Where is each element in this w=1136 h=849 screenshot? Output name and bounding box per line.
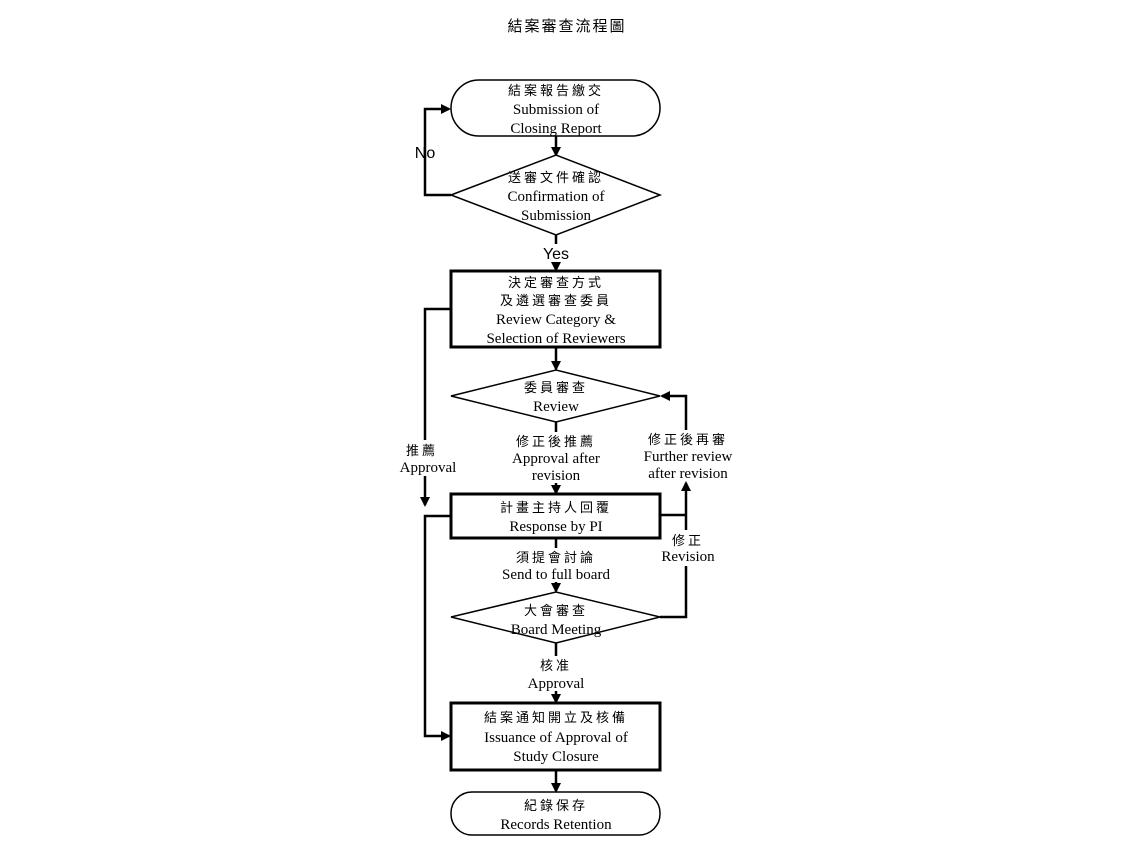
svg-text:Issuance of Approval of: Issuance of Approval of <box>484 730 628 746</box>
label-further-zh: 修正後再審 <box>648 433 728 448</box>
label-further-en1: Further review <box>644 449 733 465</box>
label-approved-zh: 核准 <box>540 659 572 674</box>
svg-text:Review: Review <box>533 399 579 415</box>
svg-text:結案報告繳交: 結案報告繳交 <box>508 83 604 99</box>
flowchart-title: 結案審查流程圖 <box>507 17 626 35</box>
svg-text:送審文件確認: 送審文件確認 <box>508 170 604 186</box>
label-approval-after-en1: Approval after <box>512 451 600 467</box>
label-approved-en: Approval <box>528 676 585 692</box>
arrow-direct-to-issuance <box>423 514 451 741</box>
svg-text:Submission: Submission <box>521 208 592 224</box>
line-board-revision <box>660 566 688 619</box>
svg-text:Study Closure: Study Closure <box>513 749 599 765</box>
connectors <box>420 104 691 793</box>
label-further-en2: after revision <box>648 466 728 482</box>
label-yes: Yes <box>543 246 569 263</box>
node-response-by-pi: 計畫主持人回覆 Response by PI <box>449 492 662 540</box>
svg-text:Confirmation of: Confirmation of <box>507 189 604 205</box>
svg-text:Submission of: Submission of <box>513 102 599 118</box>
svg-text:Records Retention: Records Retention <box>500 817 612 833</box>
svg-text:決定審查方式: 決定審查方式 <box>508 275 604 291</box>
svg-text:紀錄保存: 紀錄保存 <box>524 799 588 814</box>
arrow-no-loop <box>423 104 451 197</box>
svg-text:及遴選審查委員: 及遴選審查委員 <box>500 294 612 309</box>
svg-text:Selection of Reviewers: Selection of Reviewers <box>486 331 625 347</box>
label-approval-after-zh: 修正後推薦 <box>516 435 596 450</box>
svg-text:委員審查: 委員審查 <box>524 381 588 396</box>
node-review: 委員審查 Review <box>450 369 661 423</box>
arrow-further-review <box>660 391 688 430</box>
svg-text:計畫主持人回覆: 計畫主持人回覆 <box>500 500 612 516</box>
node-submission: 結案報告繳交 Submission of Closing Report <box>450 79 661 137</box>
node-issuance: 結案通知開立及核備 Issuance of Approval of Study … <box>449 701 662 772</box>
node-review-category: 決定審查方式 及遴選審查委員 Review Category & Selecti… <box>449 269 662 349</box>
svg-text:Closing Report: Closing Report <box>510 121 602 137</box>
node-board-meeting: 大會審查 Board Meeting <box>450 591 661 644</box>
svg-text:Response by PI: Response by PI <box>509 519 602 535</box>
svg-text:Board Meeting: Board Meeting <box>511 622 602 638</box>
line-approval-left-top <box>423 307 451 440</box>
node-records-retention: 紀錄保存 Records Retention <box>450 791 661 836</box>
label-revision-zh: 修正 <box>672 534 704 549</box>
label-send-en: Send to full board <box>502 567 610 583</box>
label-approval-after-en2: revision <box>532 468 581 484</box>
svg-text:結案通知開立及核備: 結案通知開立及核備 <box>484 710 628 726</box>
label-send-zh: 須提會討論 <box>516 550 596 566</box>
svg-text:大會審查: 大會審查 <box>524 604 588 619</box>
label-no: No <box>415 145 436 162</box>
node-confirmation: 送審文件確認 Confirmation of Submission <box>448 154 663 236</box>
label-approval-left-en: Approval <box>400 460 457 476</box>
label-approval-left-zh: 推薦 <box>406 444 438 459</box>
label-revision-en: Revision <box>661 549 715 565</box>
svg-text:Review Category &: Review Category & <box>496 312 616 328</box>
